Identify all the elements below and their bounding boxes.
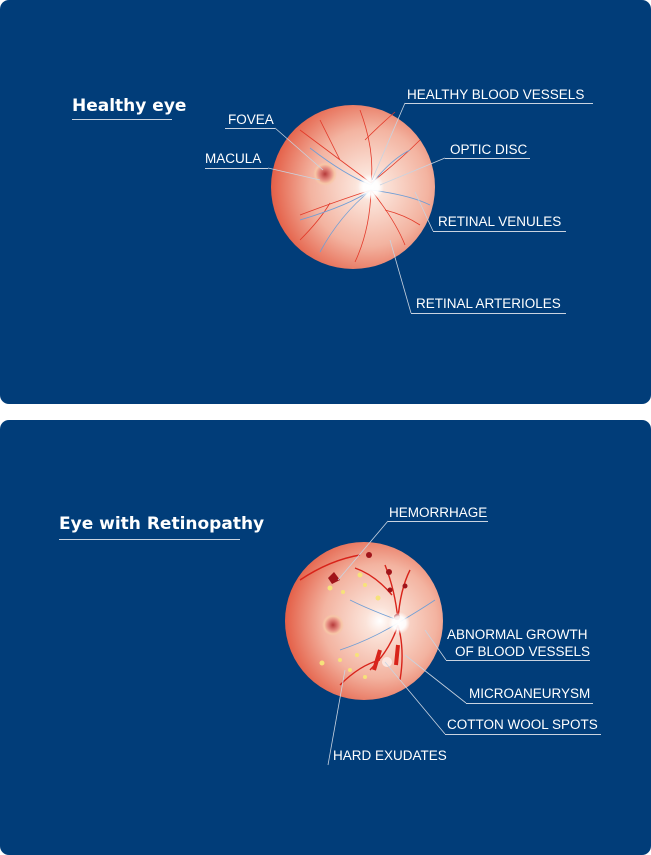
label-retinal-arterioles: RETINAL ARTERIOLES xyxy=(416,296,561,311)
optic-disc xyxy=(388,612,410,634)
label-optic-disc: OPTIC DISC xyxy=(450,142,528,157)
abnormal-vessels xyxy=(299,554,411,686)
label-abnormal-growth-1: ABNORMAL GROWTH xyxy=(447,627,588,642)
retinopathy-title: Eye with Retinopathy xyxy=(59,514,265,534)
healthy-eye-title: Healthy eye xyxy=(72,96,187,116)
leader-lines xyxy=(267,102,467,766)
label-hard-exudates: HARD EXUDATES xyxy=(333,748,447,763)
label-abnormal-growth-2: OF BLOOD VESSELS xyxy=(455,644,591,659)
macula xyxy=(313,162,337,186)
retinopathy-retina xyxy=(285,542,443,700)
hard-exudates xyxy=(319,572,381,679)
label-microaneurysm: MICROANEURYSM xyxy=(469,686,591,701)
underline xyxy=(388,521,488,522)
arterioles xyxy=(299,109,421,263)
hemorrhages xyxy=(328,552,408,620)
underline xyxy=(466,703,593,704)
title-underline xyxy=(72,119,172,120)
underline xyxy=(433,231,566,232)
underline xyxy=(225,128,275,129)
venules xyxy=(299,147,431,253)
label-macula: MACULA xyxy=(205,151,262,166)
label-fovea: FOVEA xyxy=(228,112,274,127)
underline xyxy=(205,168,268,169)
label-retinal-venules: RETINAL VENULES xyxy=(438,214,562,229)
label-hemorrhage: HEMORRHAGE xyxy=(389,505,488,520)
healthy-retina xyxy=(271,105,435,269)
underline xyxy=(405,103,593,104)
cotton-wool-spot xyxy=(382,657,392,667)
optic-disc xyxy=(358,174,384,200)
underline xyxy=(446,660,590,661)
label-healthy-blood-vessels: HEALTHY BLOOD VESSELS xyxy=(407,87,585,102)
macula xyxy=(322,614,344,636)
underline xyxy=(445,734,601,735)
label-cotton-wool-spots: COTTON WOOL SPOTS xyxy=(447,717,598,732)
underline xyxy=(445,158,530,159)
underline xyxy=(411,313,566,314)
title-underline xyxy=(59,539,240,540)
